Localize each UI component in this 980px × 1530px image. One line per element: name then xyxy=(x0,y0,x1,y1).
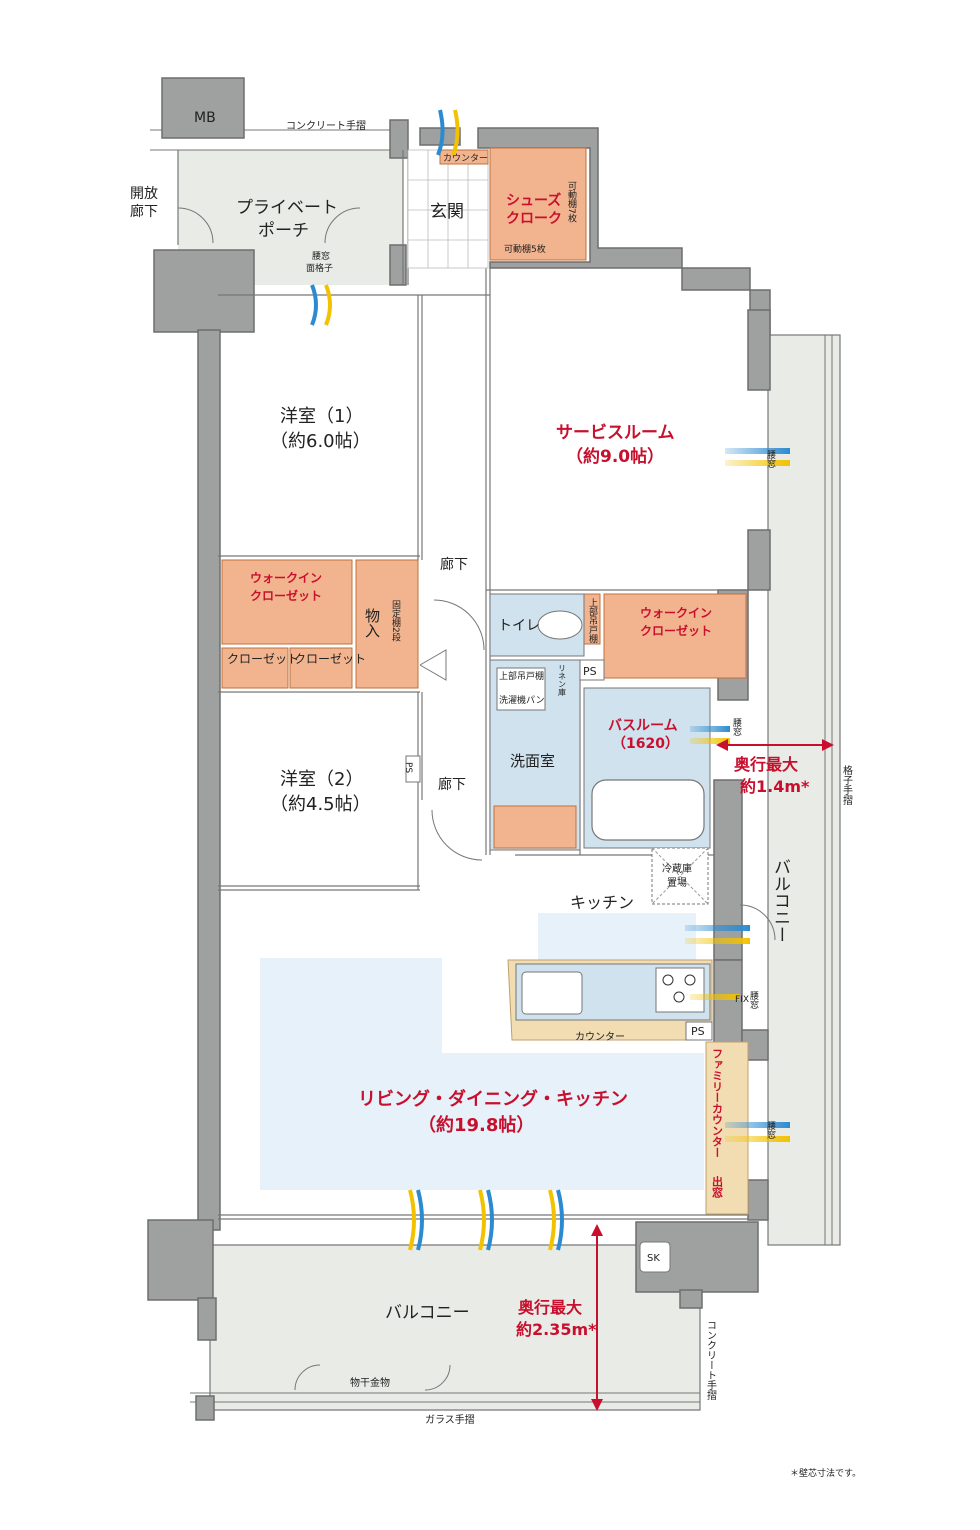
western-room-2-size: （約4.5帖） xyxy=(270,794,371,815)
upper-cabinet-label-toilet: 上部吊戸棚 xyxy=(587,598,598,644)
sk-label: SK xyxy=(647,1253,660,1264)
porch-label-2: ポーチ xyxy=(258,221,309,241)
bay-window-label: 出窓 xyxy=(711,1175,724,1198)
storage-label: 物入 xyxy=(363,608,381,638)
western-room-1-size: （約6.0帖） xyxy=(270,431,371,452)
open-corridor-label-1: 開放 xyxy=(130,186,158,202)
lattice-window-label-2: 面格子 xyxy=(306,262,333,274)
bathroom-label-2: （1620） xyxy=(612,736,679,752)
service-room-size: （約9.0帖） xyxy=(566,446,664,467)
mb-label: MB xyxy=(194,110,216,126)
fix-label: FIX xyxy=(735,995,749,1005)
ldk-highlight-dining xyxy=(442,1053,704,1190)
entrance-label: 玄関 xyxy=(430,202,464,222)
ldk-name: リビング・ダイニング・キッチン xyxy=(358,1088,628,1110)
glass-rail-label: ガラス手摺 xyxy=(425,1413,475,1426)
waist-window-label-ldk: 腰窓 xyxy=(765,1121,776,1139)
waist-window-label-sr: 腰窓 xyxy=(765,450,776,468)
ps-label-room2: PS xyxy=(403,762,413,773)
sink xyxy=(521,971,583,1015)
balcony-right-floor xyxy=(767,334,841,1246)
stove xyxy=(655,967,705,1013)
depth-bottom-label-1: 奥行最大 xyxy=(518,1298,582,1317)
wic-2 xyxy=(603,593,747,679)
wic-1-label-2: クローゼット xyxy=(250,588,322,603)
shelf7-label: 可動棚7枚 xyxy=(566,181,577,224)
airflow-vents xyxy=(310,109,790,1251)
concrete-rail-top-label: コンクリート手摺 xyxy=(286,119,366,132)
family-counter-label: ファミリーカウンター xyxy=(711,1048,724,1158)
shoe-cloak-label-1: シューズ xyxy=(506,192,561,209)
wic-2-label-2: クローゼット xyxy=(640,623,712,638)
depth-bottom-label-2: 約2.35m* xyxy=(516,1320,597,1339)
fixed-shelf-label: 固定棚2段 xyxy=(390,600,401,643)
ps-box-kitchen xyxy=(685,1021,713,1041)
washroom-label: 洗面室 xyxy=(510,752,555,770)
ps-box-room2 xyxy=(405,755,421,783)
fridge-label-2: 置場 xyxy=(667,876,687,889)
wic-1 xyxy=(221,559,353,645)
burner xyxy=(673,991,685,1003)
western-room-2-name: 洋室（2） xyxy=(280,769,363,790)
fridge-cross xyxy=(651,847,709,905)
ps-box-wash xyxy=(579,659,605,681)
footnote: ＊壁芯寸法です。 xyxy=(790,1467,861,1479)
corridor-label-1: 廊下 xyxy=(440,556,468,573)
lattice-rail-label: 格子手摺 xyxy=(841,764,853,806)
burner xyxy=(662,974,674,986)
service-room-name: サービスルーム xyxy=(556,423,675,443)
bathtub xyxy=(591,779,705,841)
fridge-cross xyxy=(651,847,709,905)
closet-a-label: クローゼット xyxy=(227,652,299,666)
upper-cabinet-label-wash: 上部吊戸棚 xyxy=(499,670,544,682)
ldk-highlight-living xyxy=(260,958,442,1190)
washer-pan xyxy=(496,667,546,711)
closet-b-label: クローゼット xyxy=(294,652,366,666)
ps-label-kitchen: PS xyxy=(691,1025,705,1038)
toilet-label: トイレ xyxy=(498,618,540,634)
corridor-label-2: 廊下 xyxy=(438,776,466,793)
waist-window-label-kitchen: 腰窓 xyxy=(748,991,759,1009)
linen-label: リネン庫 xyxy=(558,664,567,697)
balcony-bottom-floor xyxy=(209,1244,701,1411)
burner xyxy=(684,974,696,986)
sk-box xyxy=(639,1241,671,1273)
lattice-window-label-1: 腰窓 xyxy=(312,250,330,262)
toilet-bowl xyxy=(537,610,583,640)
shoe-cloak xyxy=(489,147,587,261)
washer-pan-label: 洗濯機パン xyxy=(499,694,544,706)
bathroom-label-1: バスルーム xyxy=(608,718,678,734)
kitchen-label: キッチン xyxy=(570,893,634,912)
ps-label-wash: PS xyxy=(583,665,597,678)
wic-1-label-1: ウォークイン xyxy=(250,571,322,585)
kitchen-highlight xyxy=(538,913,696,963)
service-room-floor xyxy=(490,265,750,590)
depth-right-label-2: 約1.4m* xyxy=(740,777,810,796)
doors xyxy=(177,207,776,1391)
ldk-size: （約19.8帖） xyxy=(418,1114,534,1136)
wic-2-label-1: ウォークイン xyxy=(640,606,712,620)
storage-closet xyxy=(355,559,419,689)
entrance-tiles xyxy=(407,149,489,269)
western-room-1-floor xyxy=(218,297,418,557)
closet-a xyxy=(221,647,289,689)
depth-right-label-1: 奥行最大 xyxy=(734,755,798,774)
shoe-cloak-label-2: クローク xyxy=(506,211,562,227)
waist-window-label-bath: 腰窓 xyxy=(731,718,742,736)
shelf5-label: 可動棚5枚 xyxy=(504,243,546,255)
drying-rack-label: 物干金物 xyxy=(350,1376,390,1389)
western-room-1-name: 洋室（1） xyxy=(280,406,363,427)
kitchen-counter-label: カウンター xyxy=(575,1031,625,1043)
fridge-label-1: 冷蔵庫 xyxy=(662,862,692,875)
closet-b xyxy=(289,647,353,689)
porch-label-1: プライベート xyxy=(236,198,338,218)
entry-counter-label: カウンター xyxy=(443,153,488,164)
balcony-bottom-label: バルコニー xyxy=(385,1303,470,1323)
concrete-rail-side-label: コンクリート手摺 xyxy=(705,1320,717,1401)
balcony-right-label: バルコニー xyxy=(770,858,790,943)
vanity xyxy=(493,805,577,849)
open-corridor-label-2: 廊下 xyxy=(130,203,158,220)
